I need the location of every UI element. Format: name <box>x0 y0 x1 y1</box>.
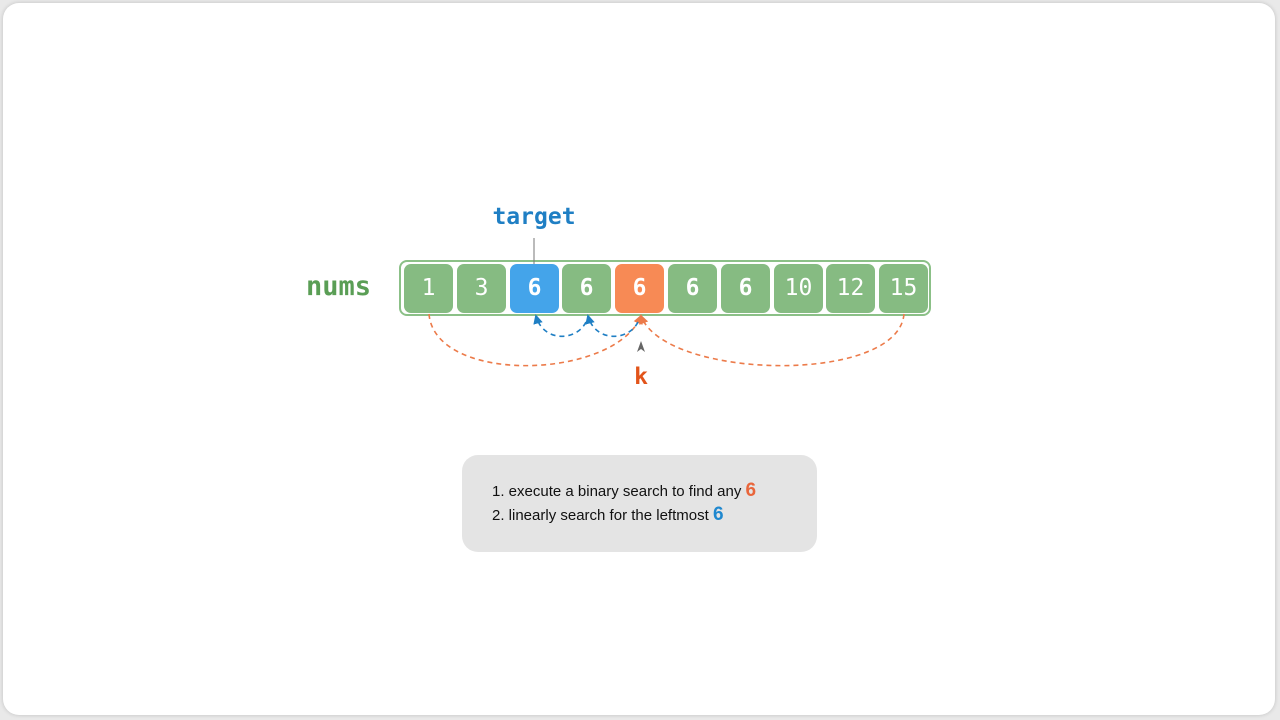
steps-note: 1. execute a binary search to find any 6… <box>462 455 817 552</box>
k-pointer-arrow-icon <box>637 341 645 352</box>
step-2-value: 6 <box>712 504 724 525</box>
array-cell: 6 <box>562 264 611 313</box>
array-cell: 6 <box>510 264 559 313</box>
step-1-value: 6 <box>745 480 757 501</box>
linear-search-arc-2 <box>533 314 587 338</box>
array-cell: 3 <box>457 264 506 313</box>
canvas-frame <box>3 3 1275 715</box>
binary-search-arc-right <box>639 313 905 367</box>
step-2-text: 2. linearly search for the leftmost <box>492 507 709 524</box>
step-1-text: 1. execute a binary search to find any <box>492 483 742 500</box>
target-label: target <box>492 204 576 230</box>
array-cell: 6 <box>721 264 770 313</box>
array-cell: 6 <box>668 264 717 313</box>
array-cell: 6 <box>615 264 664 313</box>
linear-search-arc-1 <box>585 314 639 338</box>
array-cell: 15 <box>879 264 928 313</box>
array-cell: 10 <box>774 264 823 313</box>
step-1: 1. execute a binary search to find any 6 <box>492 479 817 503</box>
binary-search-arc-left <box>428 313 643 367</box>
array-label: nums <box>306 271 372 302</box>
array-cell: 12 <box>826 264 875 313</box>
pointer-k-label: k <box>634 364 648 390</box>
step-2: 2. linearly search for the leftmost 6 <box>492 503 817 527</box>
array-outline <box>399 260 931 316</box>
array-cell: 1 <box>404 264 453 313</box>
